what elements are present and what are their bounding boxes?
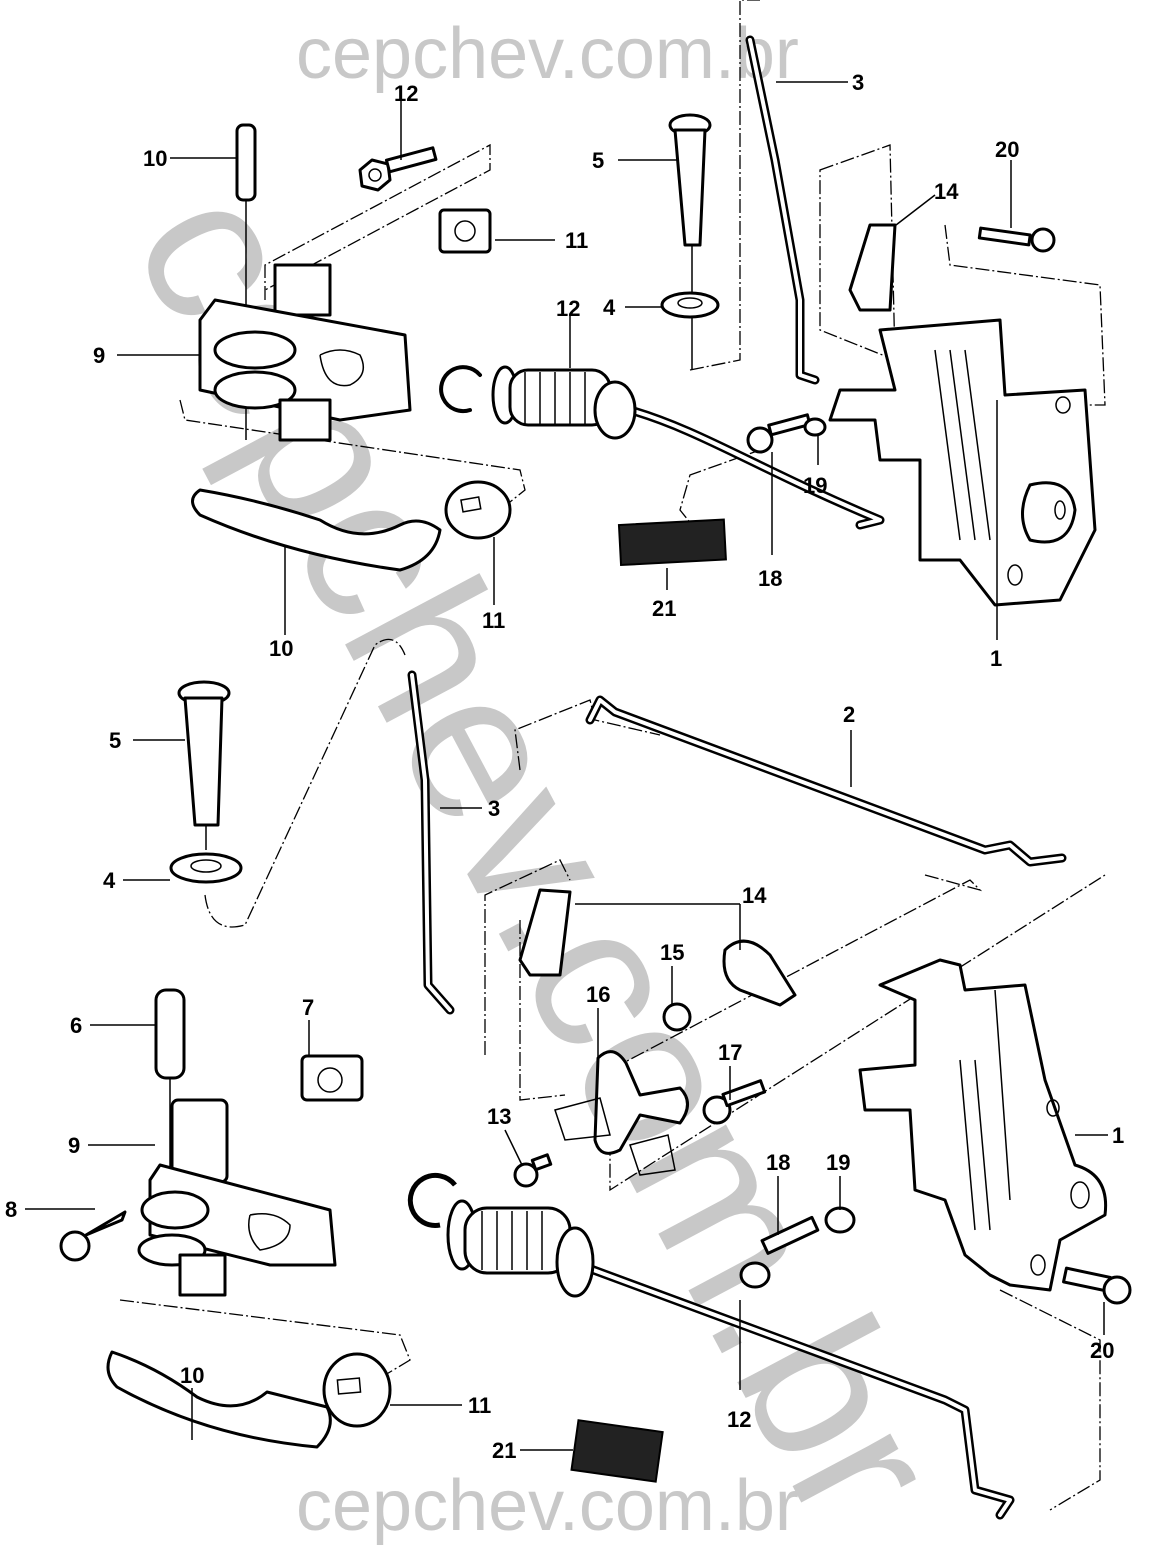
inside-handle-10: [106, 1350, 332, 1449]
label-12: 12: [727, 1407, 751, 1432]
spring-rod-12: [491, 365, 885, 530]
watermark-top: cepchev.com.br: [296, 14, 799, 94]
label-10: 10: [180, 1363, 204, 1388]
label-18: 18: [766, 1150, 790, 1175]
label-14: 14: [742, 883, 767, 908]
label-5: 5: [109, 728, 121, 753]
screw-20: [977, 226, 1056, 253]
grommet-4: [660, 291, 720, 319]
lever-14: [848, 223, 897, 312]
lock-button-5: [177, 680, 231, 850]
guide-line: [679, 449, 761, 536]
label-1: 1: [1112, 1123, 1124, 1148]
label-20: 20: [1090, 1338, 1114, 1363]
label-6: 6: [70, 1013, 82, 1038]
label-8: 8: [5, 1197, 17, 1222]
screw-13: [513, 1153, 553, 1188]
guide-line: [944, 224, 1106, 406]
label-8: 12: [394, 81, 418, 106]
foam-pad-21: [570, 1419, 664, 1483]
lower-assembly: 5 4 3 2 14 15 16 17 13 1 18 19 20 6 7 9 …: [5, 638, 1132, 1520]
label-9: 9: [68, 1133, 80, 1158]
latch-1: [858, 958, 1108, 1292]
label-12: 12: [556, 296, 580, 321]
lock-rod-3: [407, 670, 455, 1015]
handle-bracket-9: [198, 263, 412, 442]
guide-line: [204, 638, 406, 928]
spring-rod-12: [446, 1199, 1015, 1520]
retaining-ring: [439, 365, 482, 414]
label-18: 18: [758, 566, 782, 591]
label-7: 11: [565, 228, 588, 253]
washer-19: [824, 1206, 856, 1234]
screw-17: [702, 1079, 767, 1125]
guide-line: [264, 143, 491, 300]
guide-line: [519, 920, 566, 1101]
lock-rod-3: [745, 35, 820, 385]
watermark-bottom: cepchev.com.br: [296, 1466, 799, 1546]
remote-rod-2: [585, 695, 1067, 867]
guide-line: [179, 399, 526, 511]
guide-line: [609, 874, 1106, 1192]
label-19: 19: [826, 1150, 850, 1175]
label-17: 17: [718, 1040, 742, 1065]
grommet-4: [169, 852, 243, 884]
bellcrank-16: [554, 1050, 689, 1176]
label-21: 21: [652, 596, 676, 621]
washer-19: [803, 417, 827, 437]
escutcheon-11: [322, 1352, 392, 1428]
label-19: 19: [803, 473, 827, 498]
label-15: 15: [660, 940, 684, 965]
label-21: 21: [492, 1438, 516, 1463]
label-6: 10: [143, 146, 167, 171]
label-3: 3: [488, 796, 500, 821]
latch-1: [828, 318, 1097, 607]
handle-bracket-9: [137, 1098, 337, 1297]
label-1: 1: [990, 646, 1002, 671]
label-9: 9: [93, 343, 105, 368]
nut-15: [662, 1002, 692, 1032]
bolt-18: [746, 413, 812, 454]
label-10: 10: [269, 636, 293, 661]
label-13: 13: [487, 1104, 511, 1129]
guide-line: [119, 1299, 411, 1376]
label-7: 7: [302, 995, 314, 1020]
upper-assembly: 10 12 11 9 10 11 12 5 4 3 14 20 18 19 1 …: [93, 0, 1106, 671]
guide-line: [999, 1289, 1101, 1511]
guide-line: [514, 699, 661, 771]
label-4: 4: [603, 295, 616, 320]
label-3: 3: [852, 70, 864, 95]
bolt-18: [739, 1215, 820, 1289]
screw-20: [1062, 1266, 1132, 1305]
label-16: 16: [586, 982, 610, 1007]
label-11: 11: [482, 608, 505, 633]
clip-nut-7: [300, 1054, 364, 1102]
foam-pad-21: [617, 518, 727, 567]
escutcheon-11: [444, 480, 512, 540]
label-5: 5: [592, 148, 604, 173]
screw-8: [59, 1210, 127, 1262]
lock-button-5: [668, 113, 712, 370]
clip-nut-7: [438, 208, 492, 254]
inside-handle-10: [191, 488, 442, 572]
label-14: 14: [934, 179, 959, 204]
hex-screw-8: [358, 146, 438, 192]
label-2: 2: [843, 702, 855, 727]
retaining-ring: [407, 1173, 457, 1228]
label-4: 4: [103, 868, 116, 893]
label-11: 11: [468, 1393, 491, 1418]
label-20: 20: [995, 137, 1019, 162]
guide-line: [484, 859, 571, 1055]
lever-14-a: [518, 888, 572, 977]
guide-line: [689, 0, 760, 371]
